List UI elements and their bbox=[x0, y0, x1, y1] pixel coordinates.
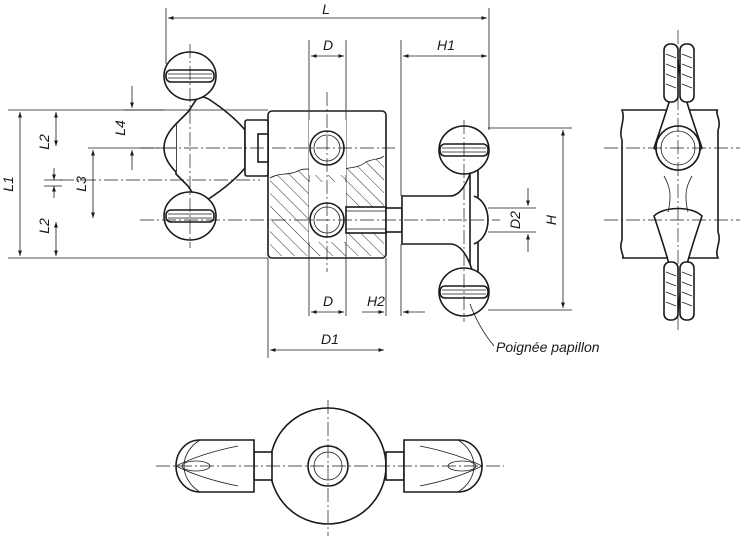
wing-body bbox=[175, 96, 246, 202]
dim-L3: L3 bbox=[73, 176, 89, 192]
dim-L1: L1 bbox=[0, 176, 16, 192]
dim-L2-upper: L2 bbox=[36, 134, 52, 150]
dim-D2: D2 bbox=[507, 211, 523, 229]
right-wing-knob bbox=[385, 125, 490, 317]
top-view bbox=[156, 400, 504, 536]
dim-H: H bbox=[543, 214, 559, 225]
dim-D-top: D bbox=[323, 37, 333, 53]
callout-leader bbox=[469, 303, 495, 347]
side-ball-top bbox=[663, 43, 679, 103]
front-view: L D H1 L1 L2 L2 L3 L4 bbox=[0, 1, 600, 358]
dim-H1: H1 bbox=[437, 37, 455, 53]
side-ball-bottom bbox=[663, 261, 679, 321]
dim-D1: D1 bbox=[321, 331, 339, 347]
dim-L: L bbox=[322, 1, 330, 17]
callout-label: Poignée papillon bbox=[496, 339, 600, 355]
left-wing-knob bbox=[163, 51, 269, 241]
dim-L4: L4 bbox=[112, 120, 128, 136]
side-view bbox=[604, 30, 740, 330]
dim-L2-lower: L2 bbox=[36, 218, 52, 234]
dim-D-bottom: D bbox=[323, 293, 333, 309]
dim-H2: H2 bbox=[367, 293, 385, 309]
